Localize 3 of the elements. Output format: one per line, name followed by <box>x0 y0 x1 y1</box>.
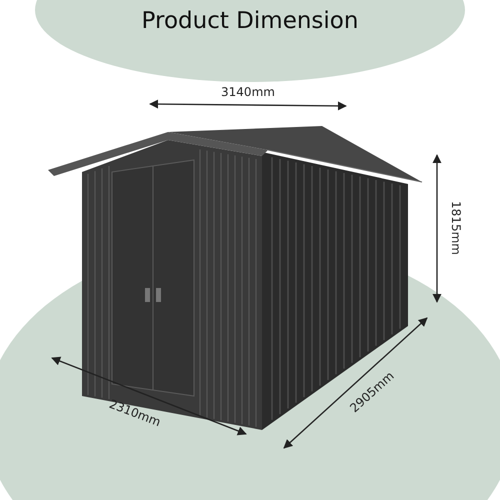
title: Product Dimension <box>140 8 360 34</box>
dimension-label: 3140mm <box>221 86 275 98</box>
dimension-label: 1815mm <box>450 201 462 255</box>
